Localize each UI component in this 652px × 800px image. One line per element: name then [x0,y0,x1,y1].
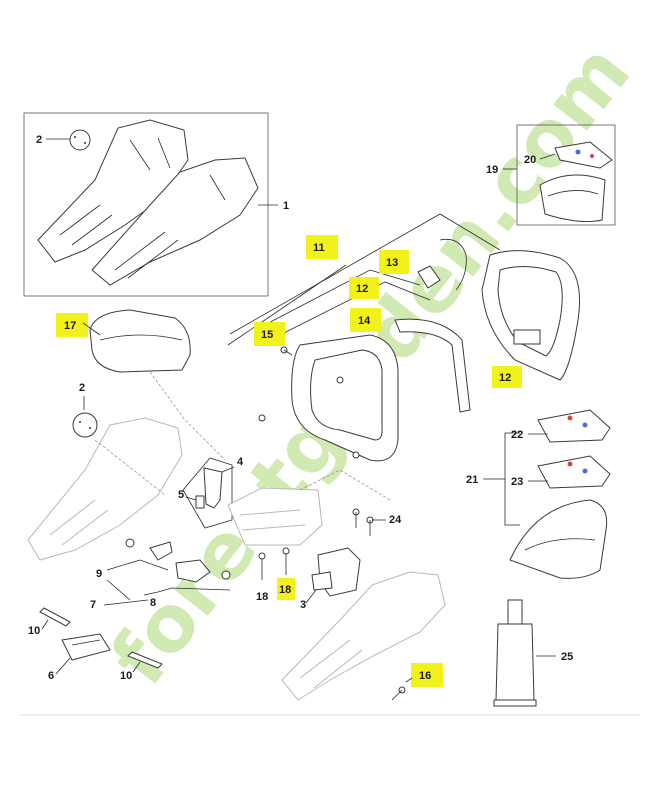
screw-16 [391,686,406,701]
highlight-13: 13 [379,250,409,274]
housing-ghost-right [281,571,446,701]
label-16: 16 [419,670,431,682]
screws-15 [258,346,360,459]
cover-3 [311,547,361,597]
label-21: 21 [466,474,478,486]
label-13: 13 [386,257,398,269]
label-10-right: 10 [120,670,132,682]
trigger-8 [175,559,231,583]
highlight-17: 17 [56,313,88,337]
label-18: 18 [279,584,291,596]
housing-ghost-left [27,417,183,561]
handle-bar-14 [394,318,471,413]
label-7: 7 [90,599,96,611]
cable-13 [439,238,467,291]
highlight-16: 16 [411,663,443,687]
bolts-24 [352,508,374,536]
label-2-mid: 2 [79,382,85,394]
label-5: 5 [178,489,184,501]
highlight-12-upper: 12 [349,277,379,299]
label-25: 25 [561,651,573,663]
gasket-2-mid [72,412,98,438]
highlight-18: 18 [277,578,295,600]
switch-block [227,487,323,546]
clip-10-left [39,607,71,627]
highlight-15: 15 [254,322,285,346]
label-14: 14 [358,315,371,327]
label-23: 23 [511,476,523,488]
housing-box [23,112,269,297]
shield-box [516,124,616,226]
label-10-left: 10 [28,625,40,637]
clip-10-right [127,651,163,669]
label-1: 1 [283,200,289,212]
housing-half-right [91,157,259,286]
parts-4-5-box [182,457,233,529]
rear-handle-loop-12 [481,250,581,381]
label-11: 11 [313,242,325,254]
label-9: 9 [96,568,102,580]
shield-21 [509,499,608,579]
label-19: 19 [486,164,498,176]
front-handle-loop [291,334,399,462]
contact-6 [61,633,111,661]
label-3: 3 [300,599,306,611]
label-6: 6 [48,670,54,682]
decal-23 [537,455,611,489]
lever-9 [125,538,173,561]
gasket-2-top [69,129,91,151]
screw-18 [258,547,290,580]
switch-13 [417,265,441,289]
highlight-11: 11 [306,235,338,259]
cover-17 [89,309,191,373]
decal-22 [537,409,611,443]
label-12-upper: 12 [356,283,368,295]
label-22: 22 [511,429,523,441]
label-17: 17 [64,320,76,332]
label-4: 4 [237,456,244,468]
highlight-14: 14 [350,308,381,332]
grease-tube-25 [493,599,537,707]
shield-decal-20 [554,141,613,169]
label-2-top: 2 [36,134,42,146]
label-18-watermark: 18 [256,591,268,603]
label-20: 20 [524,154,536,166]
label-15: 15 [261,329,273,341]
housing-half-left [37,119,189,263]
highlight-12-lower: 12 [492,366,522,388]
label-12-lower: 12 [499,372,511,384]
shield-cover-19 [539,174,606,222]
label-8: 8 [150,597,156,609]
label-24: 24 [389,514,402,526]
